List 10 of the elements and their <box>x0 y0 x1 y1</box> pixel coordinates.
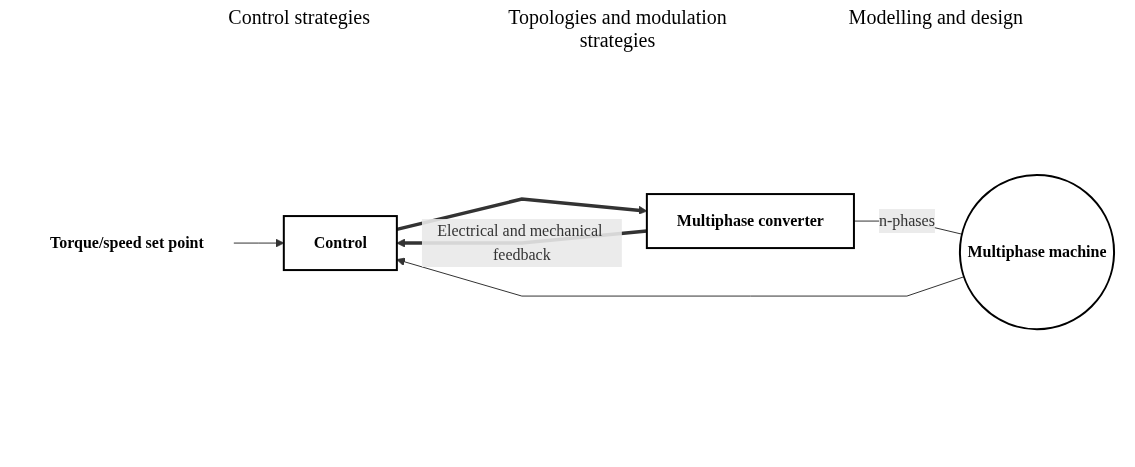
node-box: Control <box>283 215 399 271</box>
node-text: Torque/speed set point <box>50 234 205 251</box>
arrow <box>233 238 285 248</box>
node-circle: Multiphase machine <box>959 173 1116 331</box>
section-heading: Modelling and design <box>847 6 1025 31</box>
node-box: Multiphase converter <box>646 193 856 249</box>
section-heading: Control strategies <box>227 6 371 31</box>
edge-label: n-phases <box>879 212 936 229</box>
edge-label: Electrical and mechanical feedback <box>437 222 603 263</box>
section-heading: Topologies and modulation strategies <box>507 6 728 52</box>
